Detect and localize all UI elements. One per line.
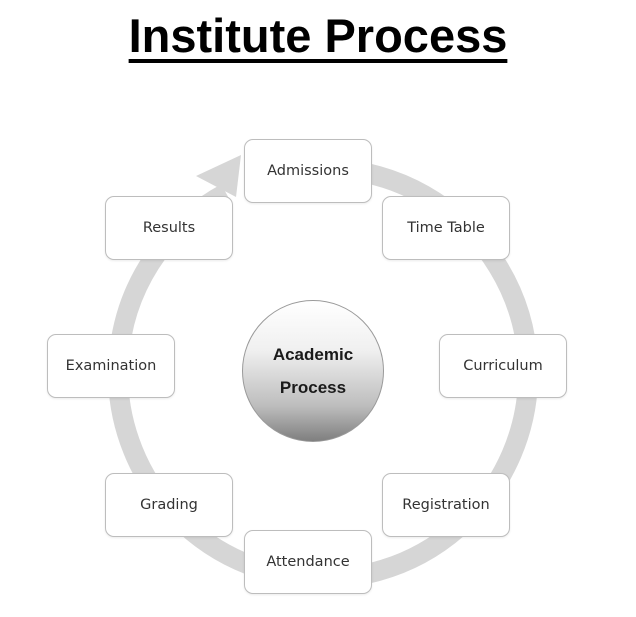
step-time-table: Time Table [382,196,510,260]
center-label-line2: Process [279,378,347,397]
step-registration: Registration [382,473,510,537]
center-hub: Academic Process [242,300,384,442]
step-admissions: Admissions [244,139,372,203]
center-label-line1: Academic [272,345,354,364]
page-title: Institute Process [128,9,508,62]
step-grading: Grading [105,473,233,537]
cycle-arrow-head [196,155,241,197]
step-examination: Examination [47,334,175,398]
step-curriculum: Curriculum [439,334,567,398]
step-attendance: Attendance [244,530,372,594]
step-results: Results [105,196,233,260]
